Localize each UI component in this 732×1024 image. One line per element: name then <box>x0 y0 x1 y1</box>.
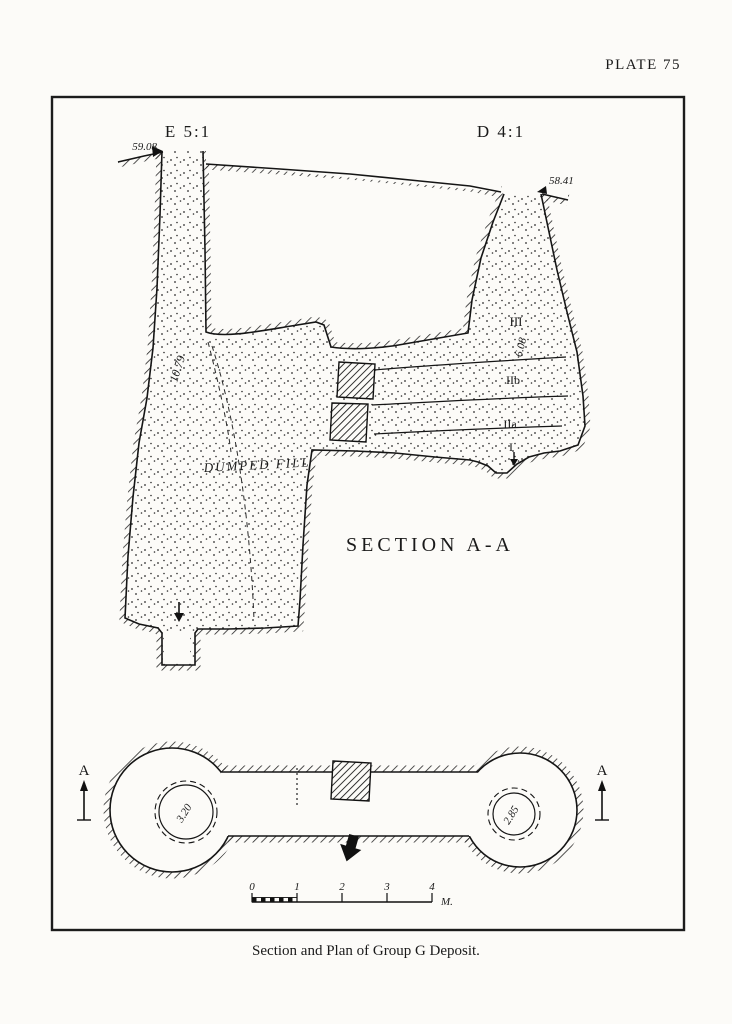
excavation-outline <box>124 150 586 666</box>
masonry-pillar-upper <box>336 361 376 400</box>
scale-tick-2: 2 <box>339 881 345 893</box>
plate-frame <box>50 95 686 932</box>
layer-label-i: I <box>509 440 513 454</box>
inner-circle-left-dashed <box>154 780 218 844</box>
fill-tip-dashed-line <box>211 345 255 621</box>
section-line-marker-left: A <box>77 763 91 821</box>
layer-label-iia: IIa <box>503 417 517 431</box>
right-shaft-label: D 4:1 <box>477 122 525 141</box>
fill-tip-dashed-line <box>207 341 232 453</box>
sky-cover <box>114 140 168 162</box>
dumped-fill-label: DUMPED FILL <box>202 454 310 475</box>
scale-bar-checker <box>251 897 298 903</box>
right-elevation-label: 58.41 <box>549 175 574 187</box>
scale-bar: 0 1 2 3 4 M. <box>249 881 453 908</box>
excavation-outline <box>202 150 505 350</box>
chamber-right-interior <box>463 753 577 867</box>
masonry-pillar-lower <box>329 402 369 443</box>
sump-arrow-icon <box>174 602 184 622</box>
layer-boundary-line <box>373 425 563 435</box>
layer-label-iii: III <box>510 314 523 329</box>
elevation-marker-left-icon <box>152 146 163 157</box>
scale-tick-1: 1 <box>294 881 300 893</box>
surface-line <box>205 163 502 193</box>
sump-interior <box>164 631 190 663</box>
layer-boundary-line <box>371 395 569 406</box>
inner-circle-right-solid <box>492 792 536 836</box>
section-line-right-label: A <box>597 763 608 779</box>
right-depth-label: 6.08 <box>513 336 529 358</box>
layer-i-arrow-icon <box>510 452 518 466</box>
plan-drawing: 3.20 2.85 A A <box>77 741 609 879</box>
scale-tick-0: 0 <box>249 881 255 893</box>
left-elevation-label: 59.08 <box>132 141 157 153</box>
layer-label-iib: IIb <box>506 373 520 387</box>
scale-tick-3: 3 <box>383 881 390 893</box>
inner-circle-left-solid <box>158 784 214 840</box>
masonry-pillar-plan <box>330 760 372 802</box>
surface-line <box>541 193 569 201</box>
direction-arrow-icon <box>340 834 362 862</box>
section-title: SECTION A-A <box>346 534 514 556</box>
elevation-marker-right-icon <box>537 186 547 194</box>
layer-boundary-line <box>373 356 567 371</box>
plate-label: PLATE 75 <box>605 57 681 73</box>
scale-unit-label: M. <box>440 896 453 908</box>
plate-caption: Section and Plan of Group G Deposit. <box>252 943 480 959</box>
section-line-marker-right: A <box>595 763 609 821</box>
section-drawing: E 5:1 D 4:1 59.08 58.41 10.79 6.08 DUMPE… <box>114 122 591 671</box>
scale-tick-4: 4 <box>429 881 435 893</box>
section-line-left-label: A <box>79 763 90 779</box>
left-shaft-label: E 5:1 <box>165 122 211 141</box>
inner-circle-right-dashed <box>487 787 541 841</box>
chamber-left-interior <box>110 748 234 872</box>
